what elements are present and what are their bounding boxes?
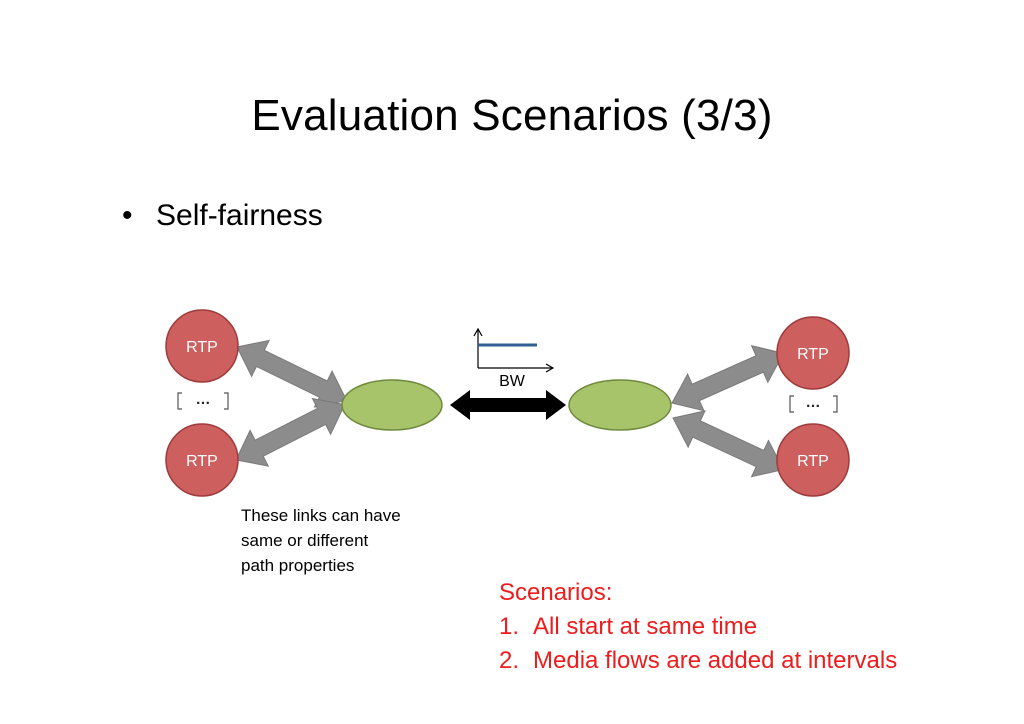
scenario-number: 2. [499,647,520,674]
right-bracket-icon [833,395,838,413]
router-right [568,379,672,431]
note-line: path properties [241,556,355,575]
scenario-text: Media flows are added at intervals [533,647,898,674]
rtp-label: RTP [797,346,829,363]
router-left [341,379,443,431]
scenarios-heading: Scenarios: [499,579,613,606]
scenarios-block: Scenarios: 1. All start at same time 2. Me… [499,576,897,678]
bullet-text: Self-fairness [156,199,323,232]
bandwidth-chart-icon [473,327,555,373]
bullet-item: • Self-fairness [122,196,323,236]
ellipsis-left [177,392,229,410]
links-note: These links can have same or different p… [241,503,441,578]
bottleneck-link [450,390,566,420]
slide-title: Evaluation Scenarios (3/3) [251,91,773,140]
scenarios-list: 1. All start at same time 2. Media flows a… [499,610,897,678]
rtp-label: RTP [186,453,218,470]
bullet-dot-icon: • [122,199,133,232]
bandwidth-label: BW [499,373,526,390]
rtp-node-right-top: RTP [776,316,850,390]
right-link-top [663,334,793,422]
rtp-label: RTP [797,453,829,470]
rtp-node-left-bottom: RTP [165,423,239,497]
left-bracket-icon [177,392,182,410]
scenario-item: 1. All start at same time [499,610,897,644]
right-bracket-icon [224,392,229,410]
note-line: same or different [241,531,369,550]
ellipsis-text: … [806,394,821,411]
left-bracket-icon [789,395,794,413]
scenario-item: 2. Media flows are added at intervals [499,644,897,678]
rtp-label: RTP [186,339,218,356]
rtp-node-right-bottom: RTP [776,423,850,497]
scenario-text: All start at same time [533,613,758,640]
note-line: These links can have [241,506,401,525]
ellipsis-right [789,395,838,413]
ellipsis-text: … [196,391,211,408]
right-link-bottom [664,399,793,489]
rtp-node-left-top: RTP [165,309,239,383]
scenario-number: 1. [499,613,520,640]
